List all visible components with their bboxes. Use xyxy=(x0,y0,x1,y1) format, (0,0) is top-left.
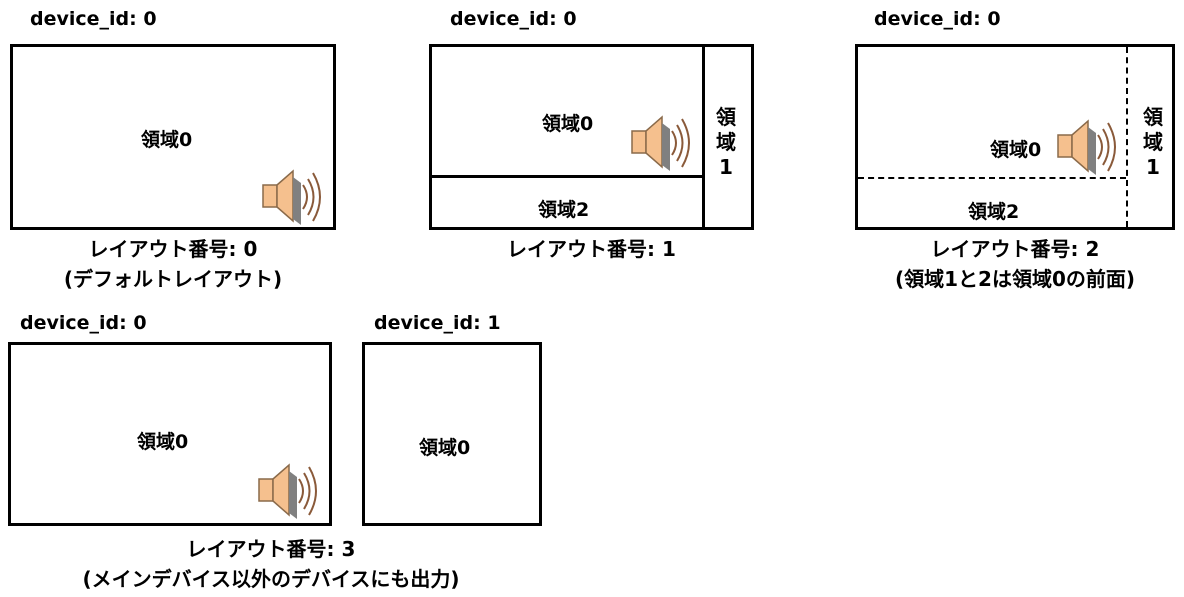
device-id-label: device_id: 0 xyxy=(20,312,147,334)
device-id-label: device_id: 0 xyxy=(874,8,1001,30)
layout-caption: レイアウト番号: 3 (メインデバイス以外のデバイスにも出力) xyxy=(0,534,542,594)
region-divider-horizontal xyxy=(432,175,704,178)
speaker-icon xyxy=(258,464,317,520)
display-frame: 領域0 xyxy=(10,44,336,230)
sub-display-frame: 領域0 xyxy=(362,342,542,526)
region-2-label: 領域2 xyxy=(538,199,590,221)
region-1-label: 領 域 1 xyxy=(1143,105,1163,179)
device-id-label: device_id: 0 xyxy=(30,8,157,30)
region-0-label: 領域0 xyxy=(542,113,594,135)
layout-number-label: レイアウト番号: 0 xyxy=(88,237,258,261)
layout-caption: レイアウト番号: 1 xyxy=(429,234,754,264)
device-id-label: device_id: 0 xyxy=(450,8,577,30)
layout-number-label: レイアウト番号: 2 xyxy=(930,237,1100,261)
speaker-icon xyxy=(262,170,321,226)
region-divider-vertical xyxy=(702,47,705,227)
main-display-frame: 領域0 xyxy=(8,342,332,526)
device-id-label: device_id: 1 xyxy=(374,312,501,334)
region-0-label: 領域0 xyxy=(990,139,1042,161)
layout-number-label: レイアウト番号: 3 xyxy=(186,537,356,561)
display-frame: 領域0 領 域 1 領域2 xyxy=(855,44,1175,230)
layout-caption: レイアウト番号: 2 (領域1と2は領域0の前面) xyxy=(855,234,1175,294)
region-0-label: 領域0 xyxy=(141,129,193,151)
layout-note: (領域1と2は領域0の前面) xyxy=(894,267,1136,291)
region-divider-vertical-dashed xyxy=(1126,47,1128,227)
display-frame: 領域0 領 域 1 領域2 xyxy=(429,44,754,230)
layout-number-label: レイアウト番号: 1 xyxy=(507,237,676,261)
region-divider-horizontal-dashed xyxy=(858,177,1126,179)
region-0-label: 領域0 xyxy=(419,437,471,459)
region-2-label: 領域2 xyxy=(968,201,1020,223)
speaker-icon xyxy=(631,116,690,172)
speaker-icon xyxy=(1057,120,1116,176)
region-0-label: 領域0 xyxy=(137,431,189,453)
region-1-label: 領 域 1 xyxy=(716,105,736,179)
layout-caption: レイアウト番号: 0 (デフォルトレイアウト) xyxy=(10,234,336,294)
layout-note: (メインデバイス以外のデバイスにも出力) xyxy=(82,567,460,591)
layout-note: (デフォルトレイアウト) xyxy=(63,267,283,291)
